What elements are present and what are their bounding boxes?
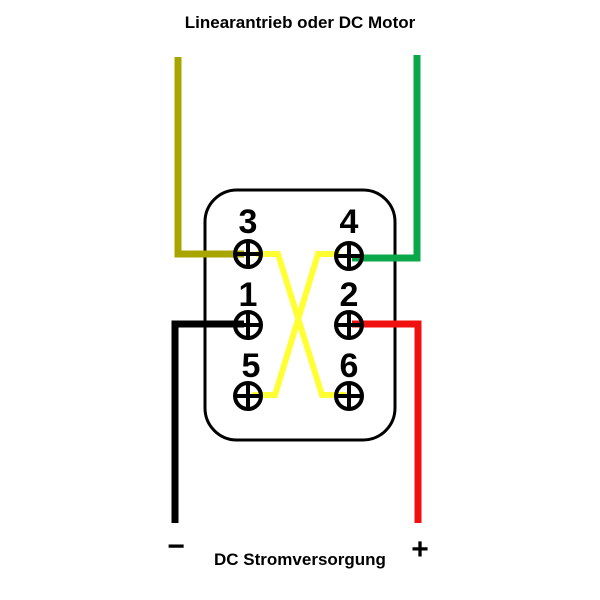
pin-label-3: 3	[239, 203, 258, 241]
minus-sign: −	[167, 530, 185, 563]
red-plus-wire	[352, 320, 422, 523]
terminal-3	[233, 239, 263, 269]
power-supply-title: DC Stromversorgung	[214, 550, 386, 569]
black-minus-wire	[171, 320, 244, 523]
green-motor-wire	[352, 55, 421, 262]
plus-sign: +	[411, 533, 429, 566]
switch-housing	[203, 188, 397, 442]
olive-motor-wire	[174, 57, 244, 258]
pin-label-4: 4	[340, 203, 359, 241]
terminal-2	[334, 310, 364, 340]
terminal-1	[233, 310, 263, 340]
pin-label-2: 2	[340, 276, 359, 314]
terminal-5	[233, 381, 263, 411]
pin-label-5: 5	[242, 347, 261, 385]
motor-title: Linearantrieb oder DC Motor	[184, 13, 416, 32]
pin-label-1: 1	[239, 276, 258, 314]
terminal-4	[334, 241, 364, 271]
terminal-6	[334, 381, 364, 411]
yellow-cross-wire-right	[252, 251, 340, 398]
pin-label-6: 6	[340, 347, 359, 385]
